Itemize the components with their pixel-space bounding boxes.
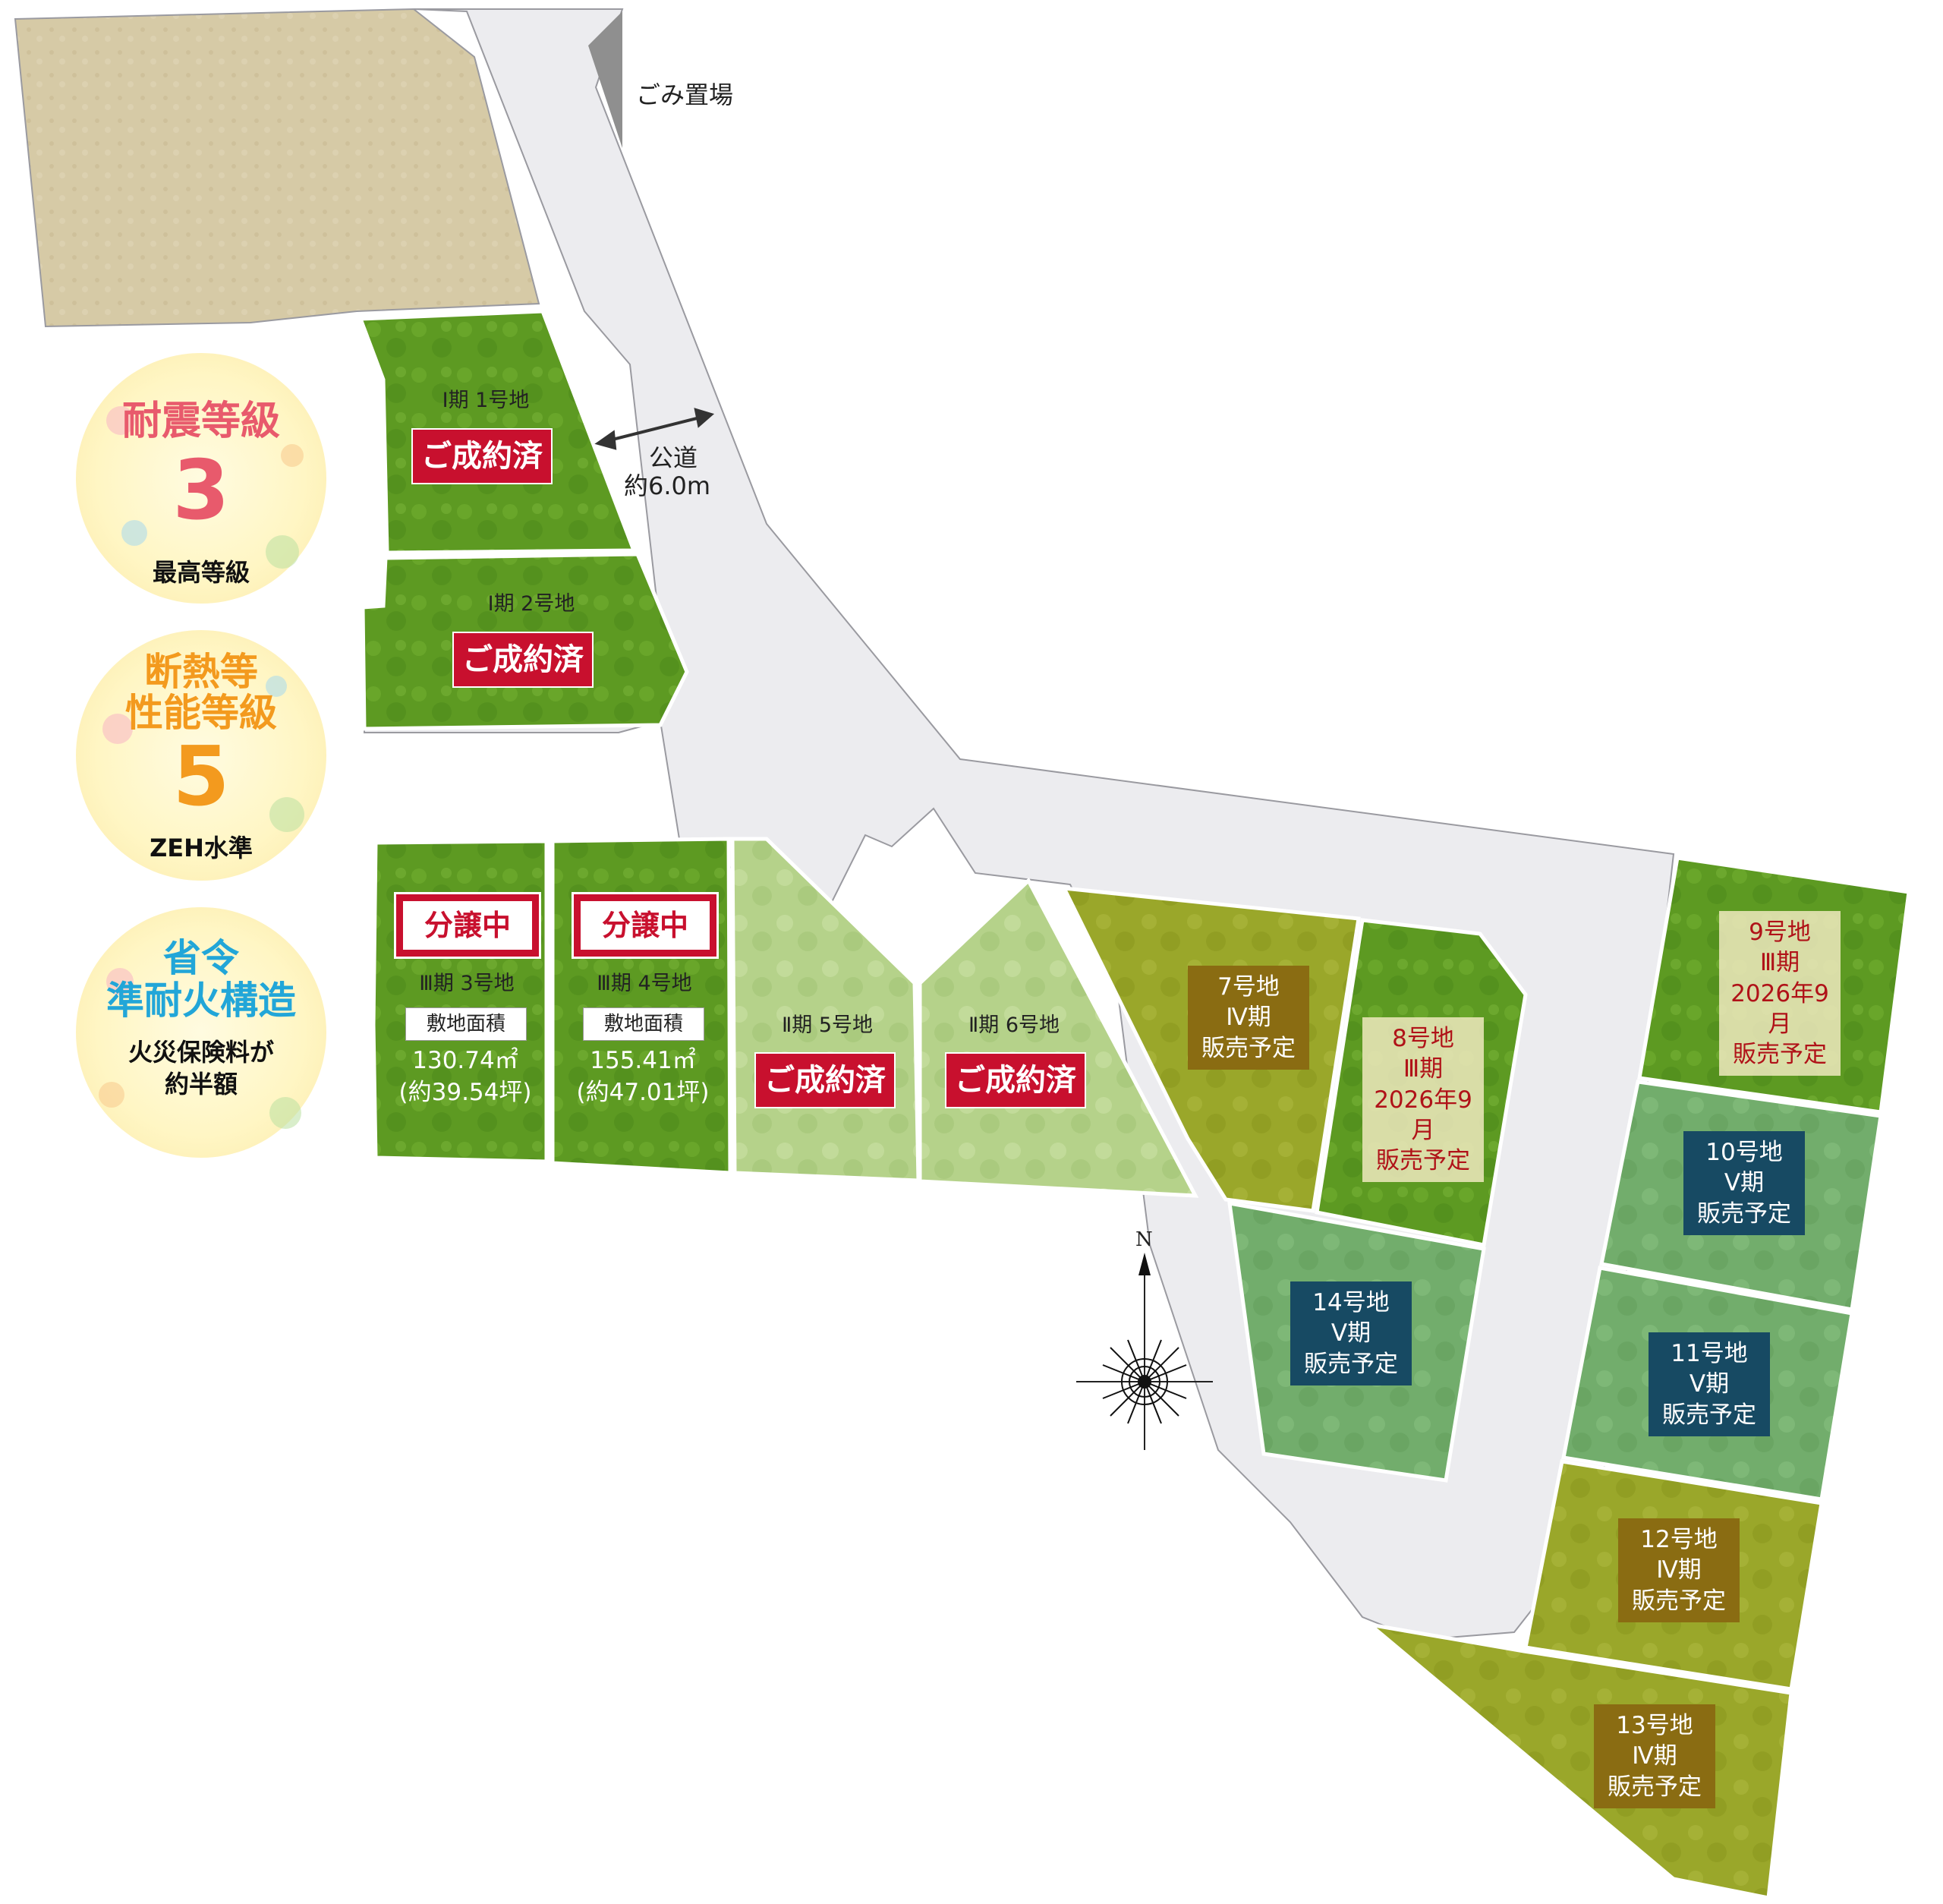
badge-fireproof-sub-1: 火災保険料が (128, 1038, 274, 1067)
lot-8-schedule: 販売予定 (1376, 1147, 1470, 1175)
garbage-area (588, 11, 622, 148)
lot-10-plan: 10号地 Ⅴ期 販売予定 (1683, 1131, 1805, 1235)
garbage-area-label: ごみ置場 (636, 80, 734, 109)
lot-12-number: 12号地 (1640, 1526, 1718, 1553)
lot-13-shape (1363, 1621, 1793, 1900)
lot-4-shape (550, 837, 732, 1175)
badge-insulation-title-2: 性能等級 (125, 691, 277, 735)
lot-13-phase: Ⅳ期 (1632, 1742, 1677, 1770)
lot-7-plan: 7号地 Ⅳ期 販売予定 (1188, 966, 1309, 1070)
badge-insulation-number: 5 (172, 730, 230, 824)
lot-1-status: ご成約済 (411, 428, 553, 484)
lot-8-plan: 8号地 Ⅲ期 2026年9月 販売予定 (1362, 1017, 1484, 1183)
lot-14-number: 14号地 (1312, 1289, 1390, 1316)
badge-fireproof-title-1: 省令 (163, 936, 239, 980)
lot-7-number: 7号地 (1217, 973, 1280, 1001)
lot-11-phase: Ⅴ期 (1689, 1370, 1730, 1398)
lot-4-status: 分譲中 (574, 894, 716, 957)
lot-12-phase: Ⅳ期 (1656, 1556, 1702, 1584)
badge-earthquake-title: 耐震等級 (121, 399, 280, 444)
lot-11-plan: 11号地 Ⅴ期 販売予定 (1649, 1332, 1770, 1436)
badge-insulation-sub: ZEH水準 (150, 834, 253, 862)
badge-earthquake-sub: 最高等級 (152, 558, 250, 587)
lot-6-shape (918, 877, 1199, 1198)
badge-fireproof: 省令 準耐火構造 火災保険料が 約半額 (76, 907, 326, 1158)
lot-4-area: 155.41㎡ (590, 1047, 696, 1074)
lot-4-area-tsubo: (約47.01坪) (576, 1079, 710, 1106)
lot-14-schedule: 販売予定 (1304, 1350, 1398, 1378)
badge-insulation-title-1: 断熱等 (144, 650, 258, 694)
lot-9-schedule: 販売予定 (1733, 1041, 1827, 1069)
badge-earthquake-number: 3 (172, 443, 230, 538)
lot-12-schedule: 販売予定 (1632, 1587, 1726, 1615)
lot-11-schedule: 販売予定 (1662, 1401, 1756, 1429)
lot-4-phase: Ⅲ期 4号地 (597, 972, 692, 995)
lot-3-status: 分譲中 (396, 894, 539, 957)
badge-insulation: 断熱等 性能等級 5 ZEH水準 (76, 630, 326, 881)
lot-13-schedule: 販売予定 (1608, 1773, 1702, 1801)
lot-3-area-tsubo: (約39.54坪) (398, 1079, 532, 1106)
lot-10-schedule: 販売予定 (1697, 1199, 1791, 1228)
lot-14-phase: Ⅴ期 (1330, 1319, 1371, 1348)
lot-8-number: 8号地 (1392, 1025, 1454, 1052)
lot-8-phase: Ⅲ期 (1403, 1055, 1444, 1083)
road-name-label: 公道 (649, 443, 698, 472)
public-road (364, 8, 1675, 1641)
lot-6-phase: Ⅱ期 6号地 (968, 1013, 1060, 1037)
lot-11-number: 11号地 (1671, 1340, 1748, 1367)
lot-3-phase: Ⅲ期 3号地 (419, 972, 515, 995)
lot-5-phase: Ⅱ期 5号地 (781, 1013, 874, 1037)
badge-earthquake: 耐震等級 3 最高等級 (76, 353, 326, 604)
lot-3-area-label: 敷地面積 (405, 1007, 527, 1041)
lot-1-phase: Ⅰ期 1号地 (442, 389, 530, 412)
lot-9-plan: 9号地 Ⅲ期 2026年9月 販売予定 (1719, 911, 1841, 1077)
lot-13-number: 13号地 (1616, 1712, 1693, 1739)
neighbor-lot (14, 8, 540, 328)
lot-5-status: ご成約済 (754, 1052, 896, 1108)
badge-fireproof-title-2: 準耐火構造 (106, 979, 296, 1023)
lot-6-status: ご成約済 (945, 1052, 1086, 1108)
lot-9-number: 9号地 (1749, 919, 1811, 946)
lot-4-area-label: 敷地面積 (583, 1007, 704, 1041)
road-width-arrow (594, 408, 715, 450)
lot-3-area: 130.74㎡ (412, 1047, 518, 1074)
lot-14-plan: 14号地 Ⅴ期 販売予定 (1290, 1281, 1412, 1385)
lot-13-plan: 13号地 Ⅳ期 販売予定 (1594, 1704, 1715, 1808)
road-width-label: 約6.0m (624, 471, 711, 500)
lot-2-phase: Ⅰ期 2号地 (487, 592, 575, 616)
lot-10-number: 10号地 (1705, 1139, 1783, 1166)
lot-7-phase: Ⅳ期 (1226, 1004, 1271, 1032)
lot-10-phase: Ⅴ期 (1724, 1169, 1765, 1197)
north-label: N (1135, 1228, 1153, 1251)
lot-9-phase: Ⅲ期 (1759, 949, 1800, 977)
lot-8-date: 2026年9月 (1374, 1086, 1472, 1144)
lot-2-status: ご成約済 (452, 632, 594, 688)
lot-9-date: 2026年9月 (1730, 979, 1829, 1038)
lot-12-plan: 12号地 Ⅳ期 販売予定 (1618, 1518, 1740, 1622)
badge-fireproof-sub-2: 約半額 (164, 1070, 238, 1099)
compass-rose (1076, 1253, 1213, 1450)
lot-3-shape (371, 839, 549, 1164)
lot-7-schedule: 販売予定 (1201, 1034, 1296, 1062)
